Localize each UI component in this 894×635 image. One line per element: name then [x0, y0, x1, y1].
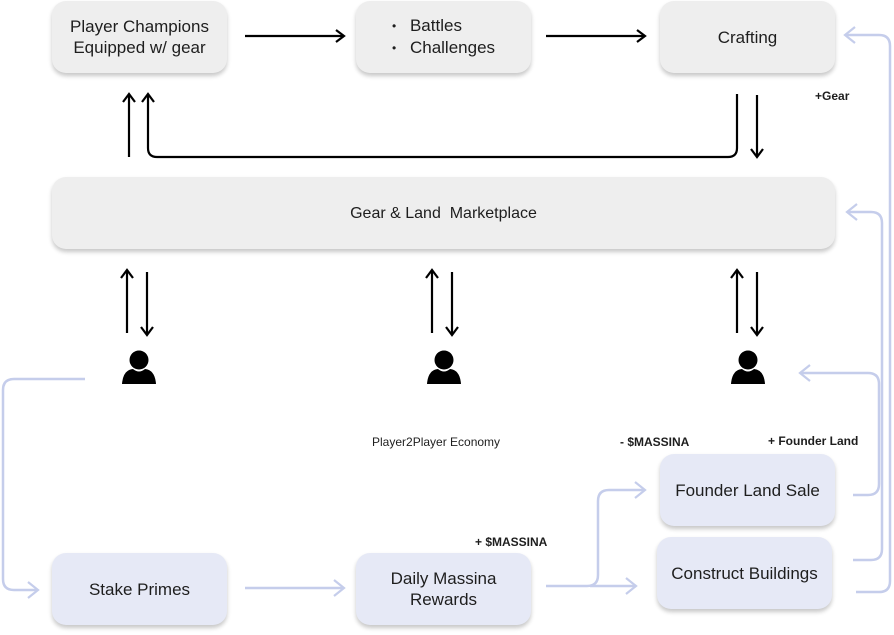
exchange-arrows-center [425, 268, 459, 337]
person-icon [731, 350, 765, 384]
massina-plus-label: + $MASSINA [475, 535, 548, 549]
daily-rewards-line2: Rewards [409, 590, 478, 609]
player-champions-line2: Equipped w/ gear [73, 38, 206, 57]
arrow-rewards-to-founder-land [546, 481, 647, 588]
founder-land-plus-label: + Founder Land [768, 434, 859, 448]
crafting-label: Crafting [717, 27, 778, 47]
person-icon [122, 350, 156, 384]
stake-primes-node: Stake Primes [52, 553, 227, 625]
arrow-player-to-stake [1, 377, 85, 599]
stake-primes-label: Stake Primes [88, 579, 191, 599]
crafting-node: Crafting [660, 1, 835, 73]
daily-rewards-line1: Daily Massina [390, 569, 497, 588]
battles-list: Battles Challenges [392, 15, 495, 59]
founder-land-sale-node: Founder Land Sale [660, 454, 835, 526]
player-champions-node: Player Champions Equipped w/ gear [52, 1, 227, 73]
construct-buildings-node: Construct Buildings [657, 537, 832, 609]
marketplace-node: Gear & Land Marketplace [52, 177, 835, 249]
arrow-construct-to-crafting [843, 26, 892, 594]
massina-minus-label: - $MASSINA [620, 435, 690, 449]
arrow-construct-to-market [845, 203, 884, 562]
person-icon [427, 350, 461, 384]
battles-item: Battles [392, 15, 495, 37]
daily-rewards-node: Daily Massina Rewards [356, 553, 531, 625]
gear-plus-label: +Gear [815, 89, 850, 103]
player-champions-line1: Player Champions [70, 17, 209, 36]
founder-land-sale-label: Founder Land Sale [675, 480, 820, 500]
p2p-economy-label: Player2Player Economy [372, 435, 501, 449]
exchange-arrows-right [730, 268, 764, 337]
marketplace-label: Gear & Land Marketplace [350, 204, 537, 222]
battles-challenges-node: Battles Challenges [356, 1, 531, 73]
arrow-crafting-to-champions [141, 92, 739, 159]
challenges-item: Challenges [392, 37, 495, 59]
exchange-arrows-left [120, 268, 154, 337]
arrow-founder-land-to-player [798, 364, 881, 497]
construct-buildings-label: Construct Buildings [671, 563, 818, 583]
